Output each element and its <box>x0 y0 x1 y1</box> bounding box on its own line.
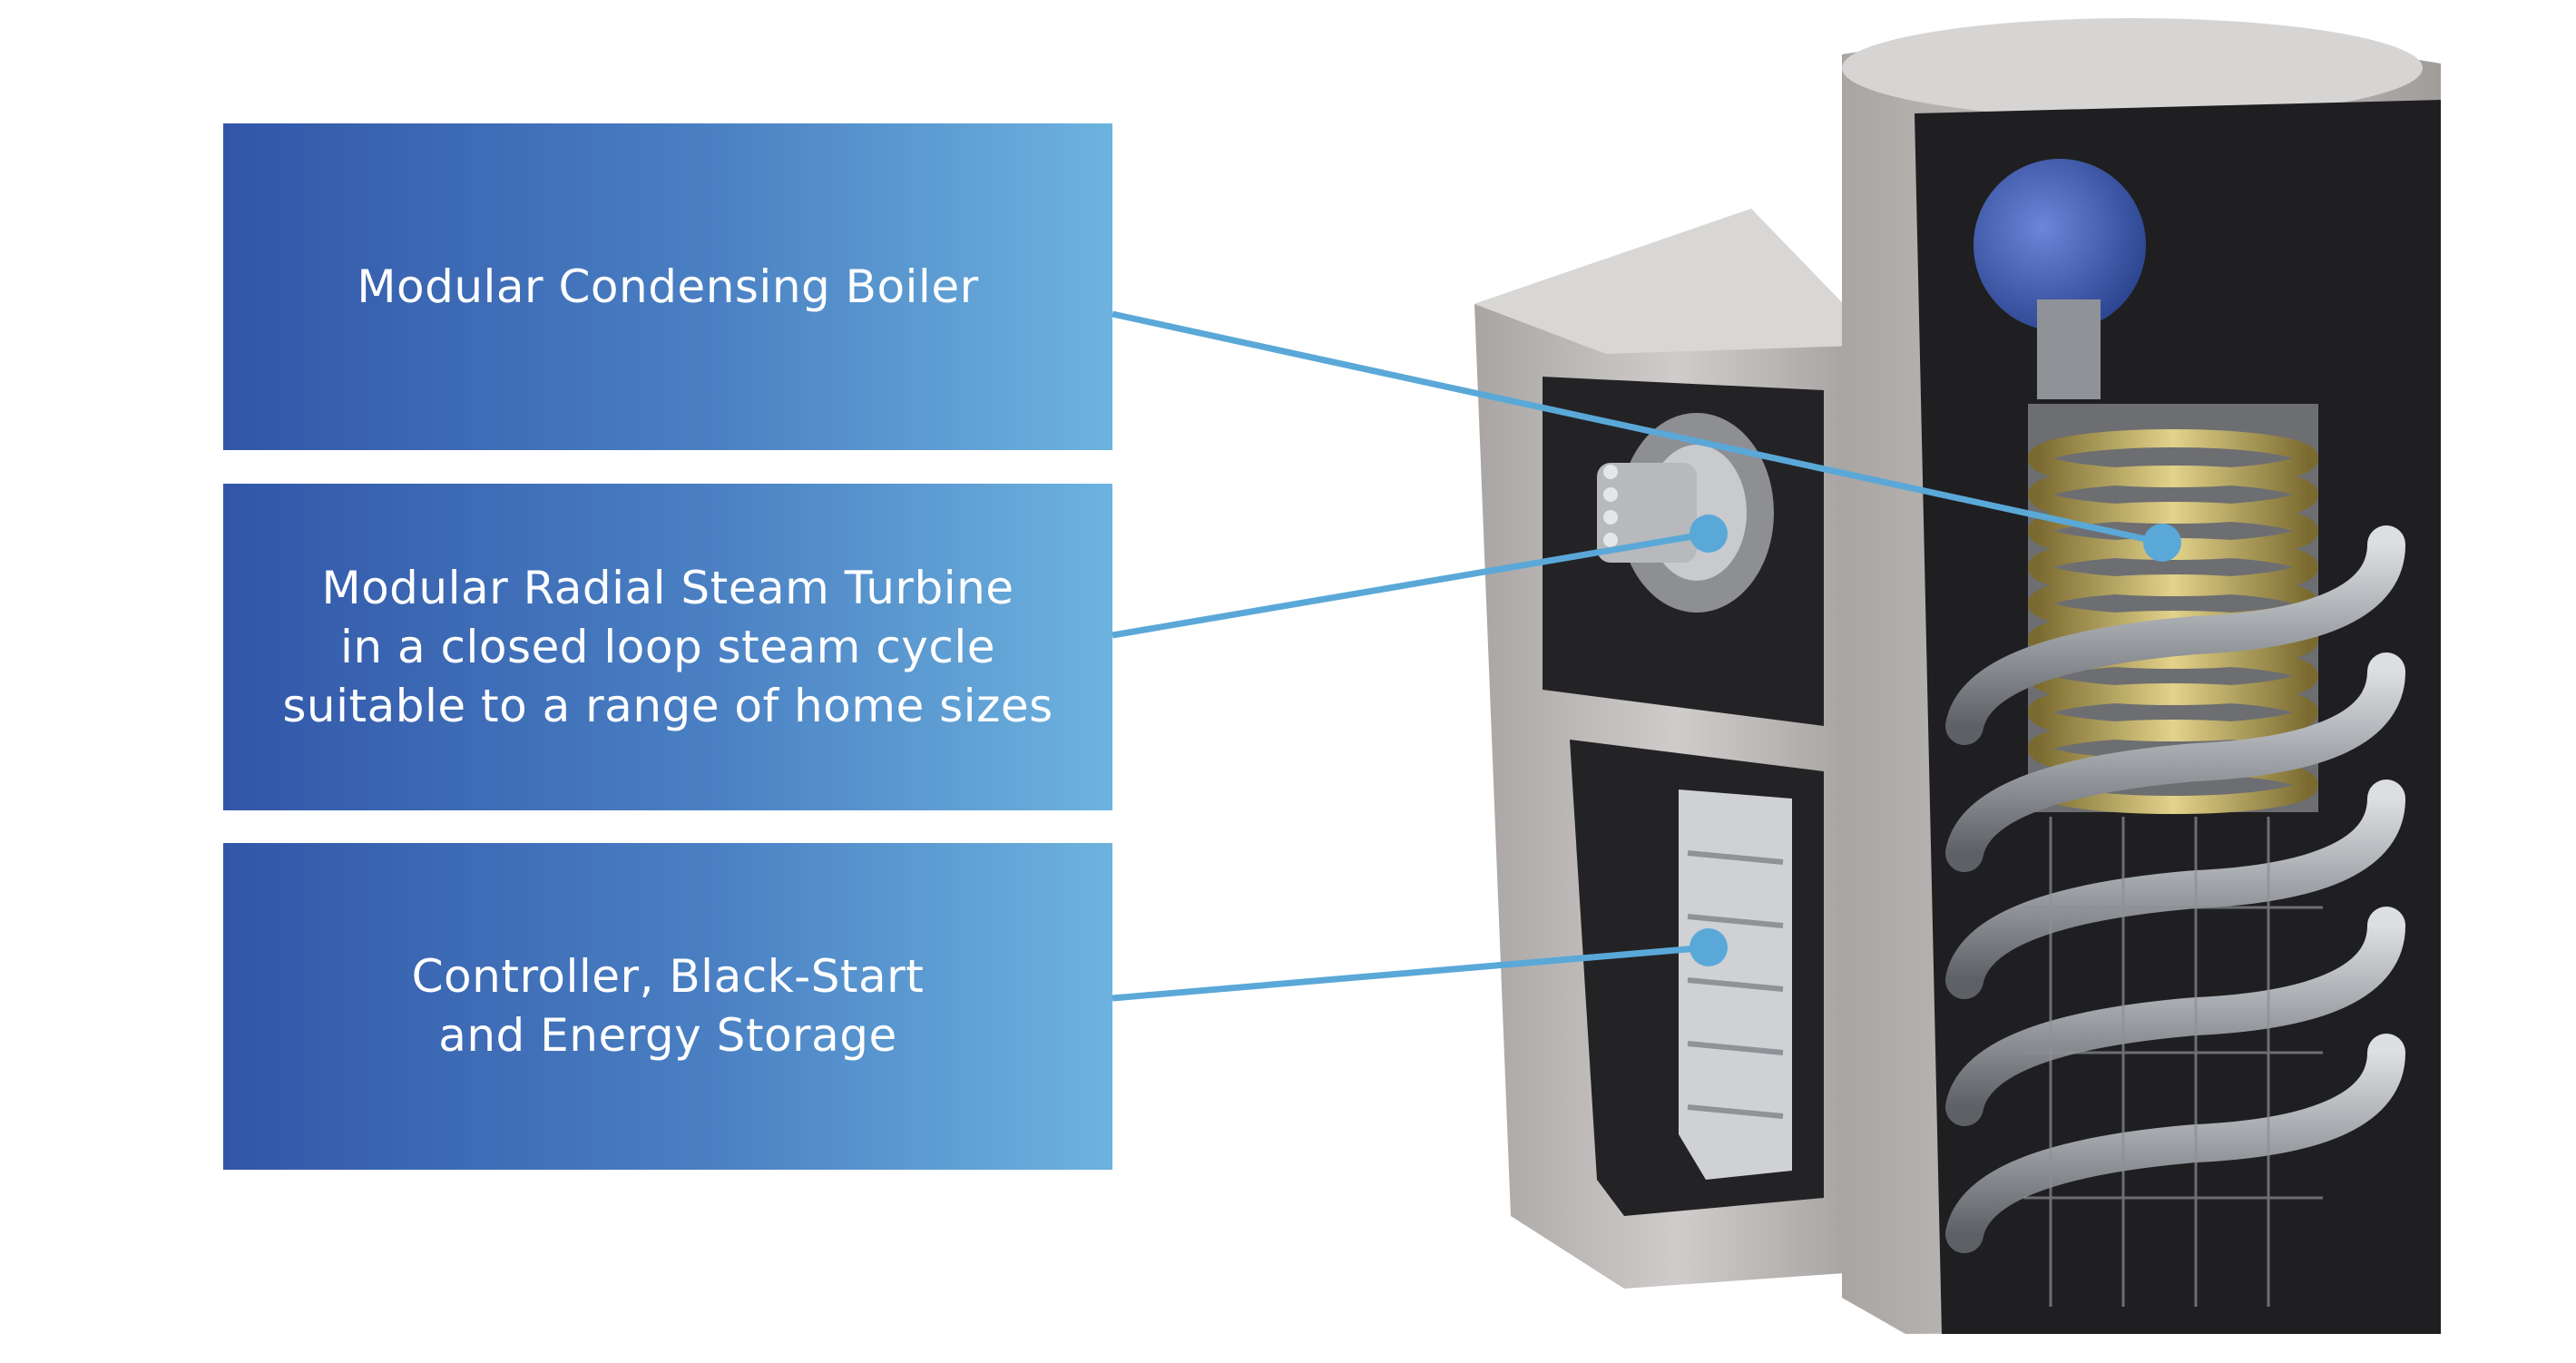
label-box-boiler: Modular Condensing Boiler <box>223 123 1112 450</box>
leader-dot-controller <box>1690 928 1728 966</box>
left-cabinet <box>1474 209 1883 1289</box>
label-box-turbine: Modular Radial Steam Turbine in a closed… <box>223 484 1112 810</box>
leader-dots <box>1690 515 2181 966</box>
leader-dot-turbine <box>1690 515 1728 553</box>
leader-line-controller <box>1112 944 1709 1002</box>
leader-line-turbine <box>1112 530 1709 639</box>
label-controller-text: Controller, Black-Start and Energy Stora… <box>411 950 925 1062</box>
leader-dot-boiler <box>2143 524 2181 562</box>
label-box-controller: Controller, Black-Start and Energy Stora… <box>223 843 1112 1170</box>
leader-line-boiler <box>1112 310 2163 546</box>
label-boiler-text: Modular Condensing Boiler <box>357 260 979 313</box>
boiler-tower <box>1842 18 2441 1335</box>
leader-lines <box>1112 310 2163 1002</box>
label-turbine-text: Modular Radial Steam Turbine in a closed… <box>282 561 1053 732</box>
